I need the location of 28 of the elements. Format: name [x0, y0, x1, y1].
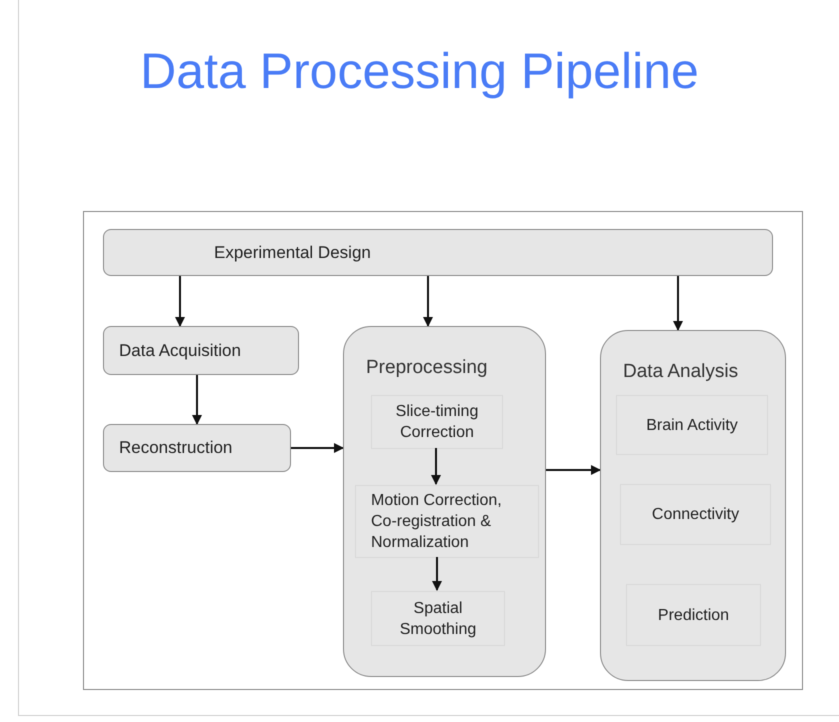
process-box	[103, 424, 291, 472]
panel-heading: Preprocessing	[366, 356, 488, 380]
box-label: Prediction	[656, 606, 730, 626]
slide-title: Data Processing Pipeline	[139, 42, 700, 101]
arrow	[673, 276, 683, 331]
box-label: Spatial Smoothing	[398, 598, 478, 640]
arrow	[431, 448, 441, 485]
arrow	[291, 443, 344, 453]
box-label: Slice-timing Correction	[394, 402, 480, 443]
box-label: Experimental Design	[213, 242, 372, 264]
stage-panel	[343, 326, 546, 677]
process-box	[371, 591, 505, 646]
process-box	[103, 229, 773, 276]
process-box	[103, 326, 299, 375]
box-label: Connectivity	[650, 505, 740, 525]
arrow	[432, 557, 442, 591]
arrow	[192, 375, 202, 425]
box-label: Data Acquisition	[118, 340, 242, 362]
arrow	[546, 465, 601, 475]
arrow	[175, 276, 185, 327]
panel-heading: Data Analysis	[623, 360, 738, 384]
stage-panel	[600, 330, 786, 681]
process-box	[371, 395, 503, 449]
box-label: Reconstruction	[118, 437, 234, 459]
arrow	[423, 276, 433, 327]
process-box	[355, 485, 539, 558]
box-label: Brain Activity	[645, 416, 739, 436]
box-label: Motion Correction, Co-registration & Normalization	[370, 491, 503, 553]
